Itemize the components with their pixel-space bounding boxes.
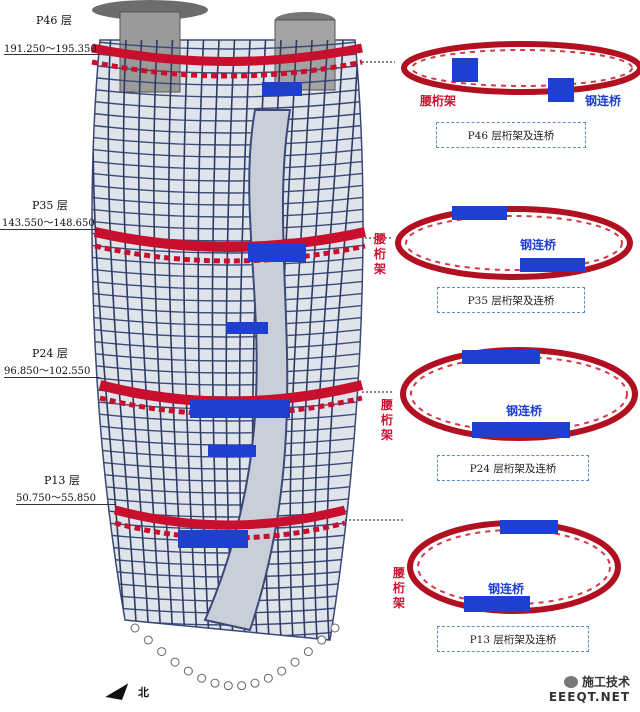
- footing: [330, 623, 340, 633]
- level-title-p13: P13 层: [44, 474, 80, 487]
- ring-p46-bridge-a: [452, 58, 478, 82]
- column-line: [168, 40, 186, 640]
- floor-line: [92, 183, 363, 194]
- column-line: [301, 40, 329, 640]
- level-elevation-p46: 191.250～195.350: [4, 44, 97, 55]
- column-line: [137, 40, 162, 640]
- watermark-url: EEEQT.NET: [548, 690, 630, 704]
- footing: [303, 647, 313, 657]
- ring-p35-bridge-b: [520, 258, 585, 272]
- floor-line: [92, 63, 363, 74]
- footing: [130, 623, 140, 633]
- footing: [170, 657, 180, 667]
- footing: [263, 673, 273, 683]
- bridge-label-p13: 钢连桥: [488, 582, 525, 596]
- level-line-p13: [16, 504, 116, 505]
- floor-line: [92, 279, 363, 290]
- level-line-p35: [0, 229, 98, 230]
- ring-p13-bridge-b: [464, 596, 530, 612]
- belt-truss-p46: [91, 43, 363, 79]
- wechat-icon: [563, 675, 578, 688]
- footing: [223, 681, 233, 691]
- floor-line: [92, 303, 363, 314]
- column-line: [211, 40, 222, 640]
- level-elevation-p35: 143.550～148.650: [2, 218, 95, 229]
- bridge-label-p24: 钢连桥: [506, 404, 543, 418]
- level-line-p24: [4, 377, 100, 378]
- steel-bridge-p29: [226, 322, 268, 334]
- floor-line: [92, 423, 363, 434]
- level-line-p46: [4, 54, 100, 55]
- column-line: [289, 40, 313, 640]
- belt-truss-p35: [93, 227, 367, 264]
- floor-line: [92, 123, 363, 134]
- caption-p24: P24 层桁架及连桥: [437, 455, 589, 481]
- column-line: [107, 40, 138, 640]
- footing: [277, 666, 287, 676]
- level-title-p24: P24 层: [32, 347, 68, 360]
- floor-line: [92, 291, 363, 302]
- bridge-label-p46: 钢连桥: [585, 94, 622, 108]
- floor-line: [92, 75, 363, 86]
- truss-label-p46: 腰桁架: [420, 94, 457, 108]
- floor-line: [92, 87, 363, 98]
- steel-bridge-p35: [248, 244, 306, 262]
- footing: [210, 678, 220, 688]
- column-line: [313, 40, 344, 640]
- level-title-p35: P35 层: [32, 199, 68, 212]
- steel-bridge-p24: [190, 400, 290, 418]
- ring-p24-bridge-a: [462, 350, 540, 364]
- floor-line: [92, 171, 363, 182]
- truss-label-p35: 腰桁架: [374, 232, 387, 276]
- ring-p46: [401, 41, 640, 102]
- column-line: [182, 40, 198, 640]
- footing: [237, 681, 247, 691]
- floor-line: [92, 99, 363, 110]
- caption-p46: P46 层桁架及连桥: [436, 122, 586, 148]
- watermark-title: 施工技术: [581, 675, 630, 689]
- level-title-p46: P46 层: [36, 14, 72, 27]
- north-label: 北: [138, 686, 149, 699]
- footing: [183, 666, 193, 676]
- watermark: 施工技术 EEEQT.NET: [549, 673, 630, 704]
- ring-p35: [395, 206, 633, 280]
- footing: [290, 657, 300, 667]
- truss-label-p24: 腰桁架: [381, 398, 394, 442]
- floor-line: [92, 111, 363, 122]
- ring-p35-bridge-a: [452, 206, 507, 220]
- floor-line: [92, 411, 363, 422]
- column-line: [122, 40, 150, 640]
- bridge-label-p35: 钢连桥: [520, 238, 557, 252]
- footing: [317, 635, 327, 645]
- steel-bridge-p13: [178, 530, 248, 548]
- column-line: [326, 40, 360, 640]
- floor-line: [92, 351, 363, 362]
- steel-bridge-p46: [262, 82, 302, 96]
- footing: [197, 673, 207, 683]
- column-line: [197, 40, 210, 640]
- truss-label-p13: 腰桁架: [393, 566, 406, 610]
- tower-silhouette: [91, 39, 364, 641]
- north-arrow-icon: [105, 683, 129, 700]
- floor-line: [92, 40, 363, 50]
- footing: [157, 647, 167, 657]
- floor-line: [92, 159, 363, 170]
- ring-p24: [400, 347, 638, 441]
- ring-p46-bridge-b: [548, 78, 574, 102]
- ring-p13-bridge-a: [500, 520, 558, 534]
- column-line: [153, 40, 174, 640]
- footing: [143, 635, 153, 645]
- caption-p35: P35 层桁架及连桥: [437, 287, 585, 313]
- caption-p13: P13 层桁架及连桥: [437, 626, 589, 652]
- ring-p13: [407, 520, 621, 614]
- level-elevation-p24: 96.850～102.550: [4, 366, 91, 377]
- steel-bridge-p20: [208, 445, 256, 457]
- foundation-footings: [130, 623, 340, 691]
- footing: [250, 678, 260, 688]
- ring-p24-bridge-b: [472, 422, 570, 438]
- level-elevation-p13: 50.750～55.850: [16, 493, 96, 504]
